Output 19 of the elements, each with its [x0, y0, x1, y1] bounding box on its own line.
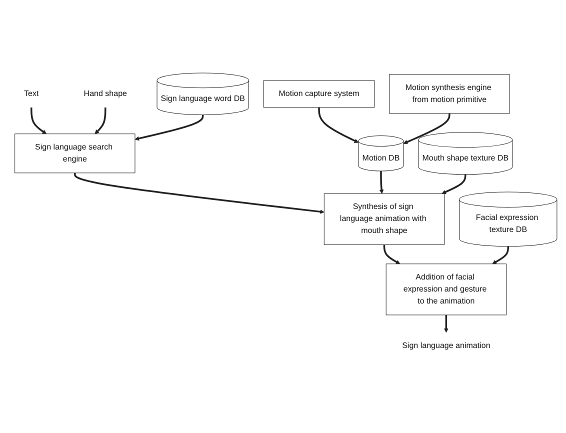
- node-text: Text: [24, 90, 39, 98]
- arrow: [442, 174, 466, 194]
- arrow: [134, 115, 204, 141]
- arrow: [444, 315, 448, 333]
- arrow: [383, 244, 400, 264]
- arrow: [492, 246, 510, 264]
- arrow: [94, 108, 106, 134]
- arrow: [403, 114, 450, 144]
- arrow: [318, 108, 359, 144]
- node-text: Sign language animation: [402, 342, 490, 350]
- node-box: Addition of facial expression and gesture to the animation: [386, 264, 507, 316]
- arrow: [74, 173, 324, 214]
- node-box: Sign language search engine: [14, 134, 136, 174]
- node-box: Synthesis of sign language animation with mouth shape: [324, 194, 445, 246]
- arrow: [379, 171, 384, 194]
- node-text: Hand shape: [84, 90, 128, 98]
- node-box: Motion synthesis engine from motion primitive: [389, 74, 510, 114]
- node-box: Motion capture system: [263, 80, 375, 108]
- arrow: [30, 108, 47, 134]
